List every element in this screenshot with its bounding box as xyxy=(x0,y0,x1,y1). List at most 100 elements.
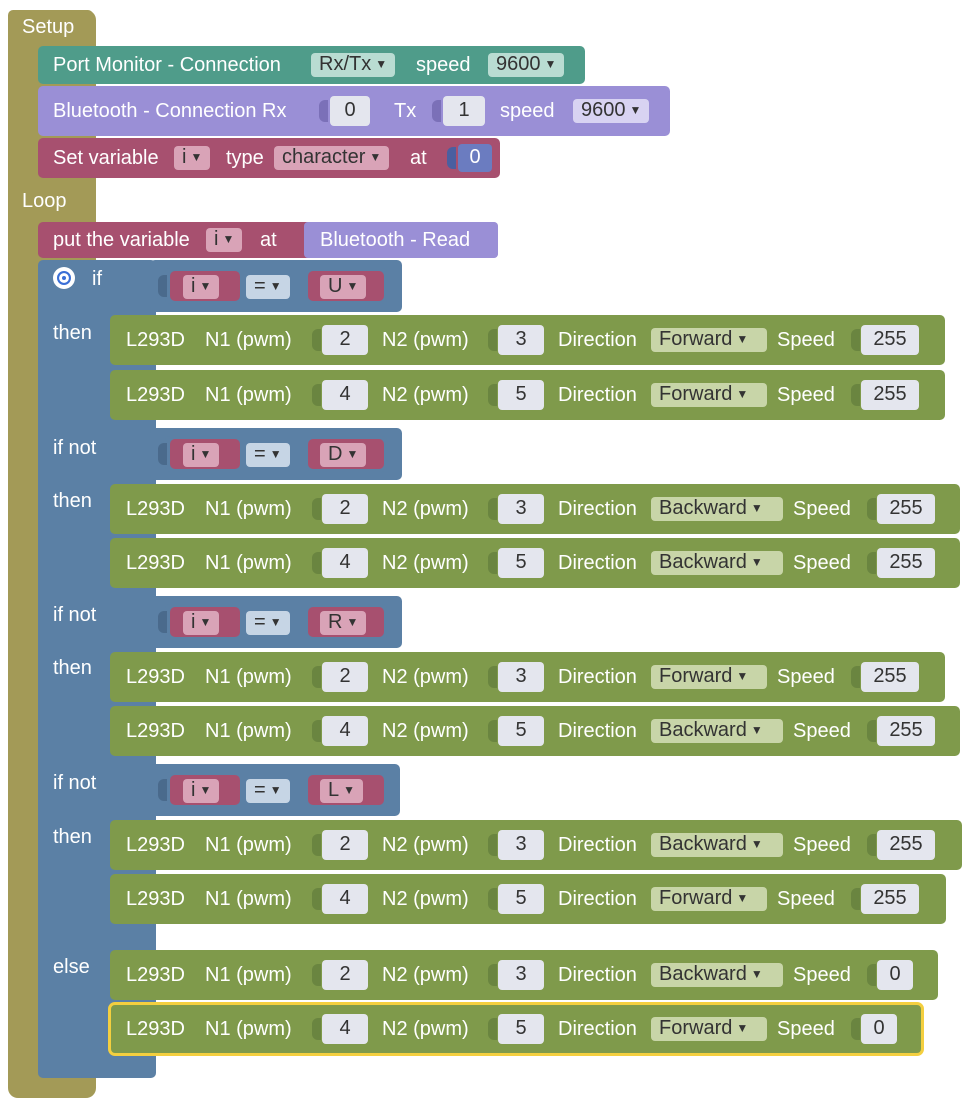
motor-n2-input[interactable]: 5 xyxy=(498,548,544,578)
motor-n1-input[interactable]: 2 xyxy=(322,830,368,860)
chevron-down-icon: ▼ xyxy=(736,387,749,401)
input-notch xyxy=(158,275,167,297)
set-var-name-dropdown[interactable]: i▼ xyxy=(174,146,211,170)
input-notch xyxy=(158,779,167,801)
motor-n2-input[interactable]: 5 xyxy=(498,380,544,410)
bt-tx-input[interactable]: 1 xyxy=(443,96,485,126)
motor-direction-dropdown[interactable]: Forward▼ xyxy=(651,1017,767,1041)
motor-speed-input[interactable]: 255 xyxy=(877,494,935,524)
condition-operator-dropdown[interactable]: =▼ xyxy=(246,611,290,635)
input-notch xyxy=(312,552,321,574)
motor-n2-input[interactable]: 3 xyxy=(498,494,544,524)
motor-n1-input[interactable]: 2 xyxy=(322,325,368,355)
condition-operator-value: = xyxy=(254,443,266,465)
condition-operator-dropdown[interactable]: =▼ xyxy=(246,275,290,299)
motor-n1-input[interactable]: 4 xyxy=(322,884,368,914)
motor-speed-input[interactable]: 255 xyxy=(877,830,935,860)
set-variable-block[interactable] xyxy=(38,138,500,178)
condition-value-dropdown[interactable]: L▼ xyxy=(320,779,364,803)
condition-var-dropdown[interactable]: i▼ xyxy=(183,611,220,635)
set-variable-label: Set variable xyxy=(53,147,159,169)
motor-speed-input[interactable]: 255 xyxy=(877,716,935,746)
motor-n2-input[interactable]: 3 xyxy=(498,830,544,860)
condition-value: D xyxy=(328,443,343,465)
bluetooth-read-block[interactable] xyxy=(304,222,498,258)
motor-direction-dropdown[interactable]: Forward▼ xyxy=(651,887,767,911)
motor-direction-dropdown[interactable]: Forward▼ xyxy=(651,383,767,407)
motor-n2-label: N2 (pwm) xyxy=(382,720,469,742)
input-notch xyxy=(851,384,860,406)
chevron-down-icon: ▼ xyxy=(269,447,282,461)
bt-speed-dropdown[interactable]: 9600▼ xyxy=(573,99,650,123)
motor-speed-input[interactable]: 0 xyxy=(861,1014,897,1044)
motor-direction-dropdown[interactable]: Backward▼ xyxy=(651,497,783,521)
motor-direction-dropdown[interactable]: Forward▼ xyxy=(651,665,767,689)
input-notch xyxy=(488,720,497,742)
condition-operator-dropdown[interactable]: =▼ xyxy=(246,443,290,467)
motor-n1-input[interactable]: 4 xyxy=(322,380,368,410)
input-notch xyxy=(488,329,497,351)
input-notch xyxy=(488,888,497,910)
motor-n1-input[interactable]: 2 xyxy=(322,662,368,692)
motor-direction-dropdown[interactable]: Forward▼ xyxy=(651,328,767,352)
motor-direction-value: Backward xyxy=(659,963,747,985)
chevron-down-icon: ▼ xyxy=(629,103,642,117)
motor-name: L293D xyxy=(126,384,185,406)
motor-n2-input[interactable]: 5 xyxy=(498,716,544,746)
input-notch xyxy=(312,329,321,351)
motor-direction-dropdown[interactable]: Backward▼ xyxy=(651,833,783,857)
motor-speed-label: Speed xyxy=(793,964,851,986)
motor-direction-dropdown[interactable]: Backward▼ xyxy=(651,719,783,743)
motor-n1-input[interactable]: 4 xyxy=(322,716,368,746)
condition-operator-value: = xyxy=(254,779,266,801)
motor-n1-input[interactable]: 2 xyxy=(322,494,368,524)
input-notch xyxy=(488,666,497,688)
set-var-type-dropdown[interactable]: character▼ xyxy=(274,146,390,170)
motor-speed-input[interactable]: 255 xyxy=(861,662,919,692)
condition-operator-dropdown[interactable]: =▼ xyxy=(246,779,290,803)
motor-direction-dropdown[interactable]: Backward▼ xyxy=(651,551,783,575)
gear-icon[interactable] xyxy=(53,267,75,289)
motor-speed-input[interactable]: 0 xyxy=(877,960,913,990)
condition-value-dropdown[interactable]: D▼ xyxy=(320,443,367,467)
motor-n1-input[interactable]: 4 xyxy=(322,548,368,578)
set-var-value-input[interactable]: 0 xyxy=(458,144,492,172)
motor-n2-input[interactable]: 5 xyxy=(498,884,544,914)
chevron-down-icon: ▼ xyxy=(269,615,282,629)
motor-direction-dropdown[interactable]: Backward▼ xyxy=(651,963,783,987)
motor-n2-input[interactable]: 3 xyxy=(498,662,544,692)
motor-n2-label: N2 (pwm) xyxy=(382,498,469,520)
port-mode-dropdown[interactable]: Rx/Tx▼ xyxy=(311,53,396,77)
motor-speed-input[interactable]: 255 xyxy=(861,884,919,914)
motor-speed-input[interactable]: 255 xyxy=(861,380,919,410)
put-var-name-dropdown[interactable]: i▼ xyxy=(206,228,243,252)
motor-n2-input[interactable]: 3 xyxy=(498,960,544,990)
condition-var-dropdown[interactable]: i▼ xyxy=(183,275,220,299)
motor-speed-label: Speed xyxy=(793,720,851,742)
motor-direction-value: Forward xyxy=(659,1017,733,1039)
motor-n1-label: N1 (pwm) xyxy=(205,1018,292,1040)
input-notch xyxy=(488,834,497,856)
motor-direction-label: Direction xyxy=(558,498,637,520)
condition-value-dropdown[interactable]: U▼ xyxy=(320,275,367,299)
set-var-at-label: at xyxy=(410,147,427,169)
condition-var-dropdown[interactable]: i▼ xyxy=(183,443,220,467)
condition-value-dropdown[interactable]: R▼ xyxy=(320,611,367,635)
bt-rx-input[interactable]: 0 xyxy=(330,96,370,126)
motor-direction-label: Direction xyxy=(558,384,637,406)
chevron-down-icon: ▼ xyxy=(736,332,749,346)
chevron-down-icon: ▼ xyxy=(199,615,212,629)
motor-n2-input[interactable]: 3 xyxy=(498,325,544,355)
motor-n1-input[interactable]: 4 xyxy=(322,1014,368,1044)
motor-speed-input[interactable]: 255 xyxy=(877,548,935,578)
motor-n2-input[interactable]: 5 xyxy=(498,1014,544,1044)
motor-speed-input[interactable]: 255 xyxy=(861,325,919,355)
motor-name: L293D xyxy=(126,888,185,910)
port-speed-dropdown[interactable]: 9600▼ xyxy=(488,53,565,77)
condition-var-dropdown[interactable]: i▼ xyxy=(183,779,220,803)
motor-n2-label: N2 (pwm) xyxy=(382,1018,469,1040)
port-speed-value: 9600 xyxy=(496,53,541,75)
input-notch xyxy=(488,552,497,574)
motor-name: L293D xyxy=(126,834,185,856)
motor-n1-input[interactable]: 2 xyxy=(322,960,368,990)
